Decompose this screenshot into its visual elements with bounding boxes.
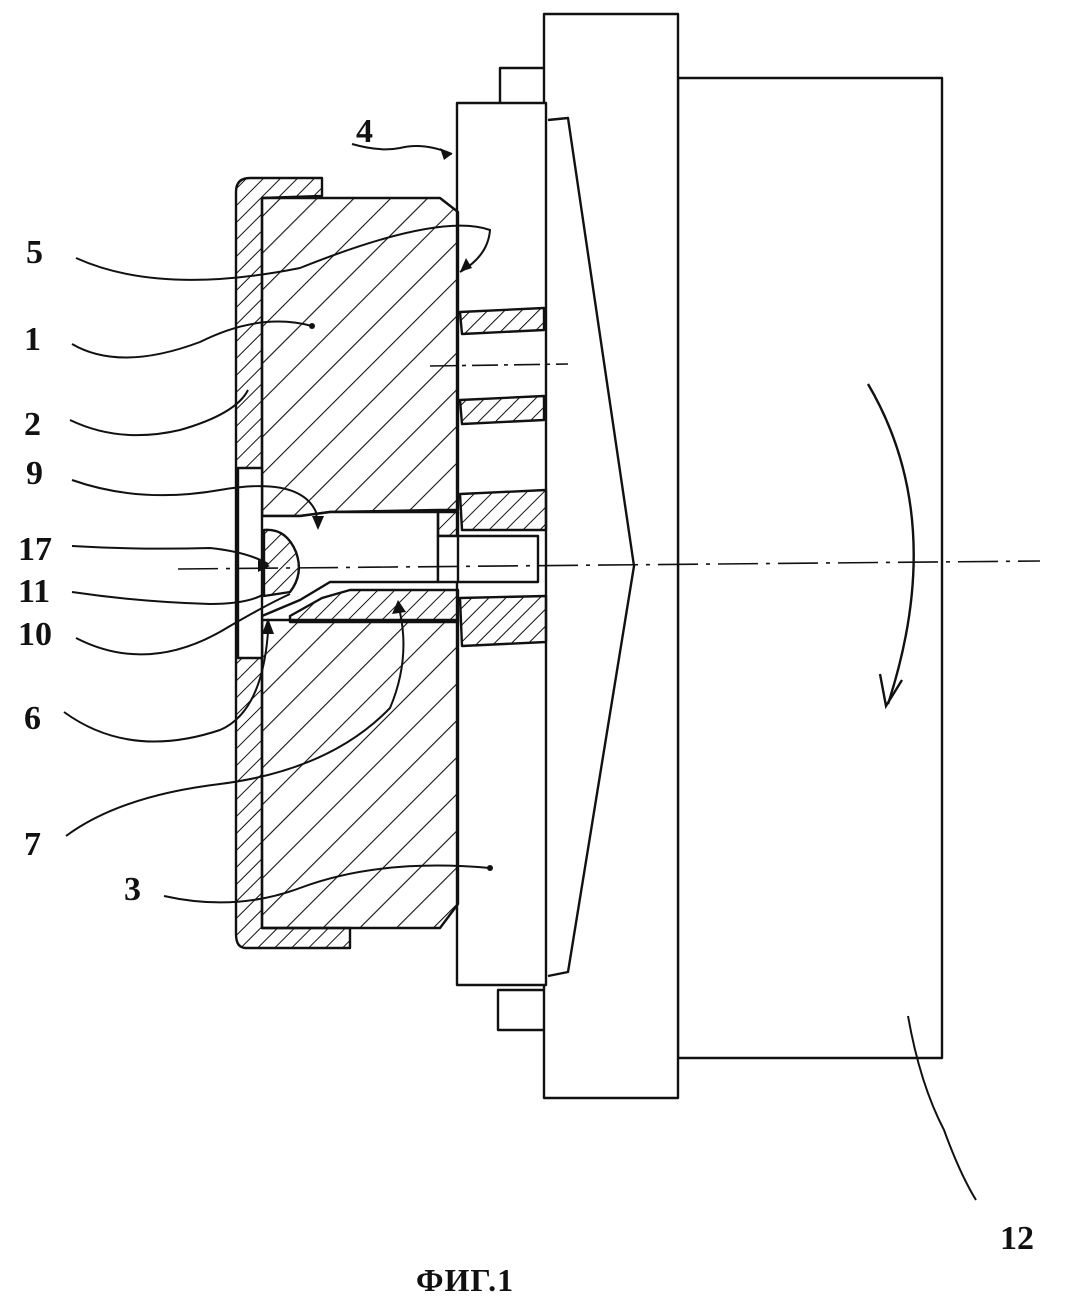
figure-caption: ФИГ.1 (416, 1264, 514, 1296)
label-10: 10 (18, 618, 52, 652)
leader-2 (70, 390, 248, 435)
leader-dot-1 (309, 323, 315, 329)
leader-dot-3 (487, 865, 493, 871)
label-3: 3 (124, 873, 141, 907)
bolt-section-mid-a (460, 490, 546, 530)
part-12-body (678, 78, 942, 1058)
bolt-section-upper-b (460, 396, 544, 424)
label-4: 4 (356, 115, 373, 149)
part-3-die-lower (262, 620, 458, 928)
arrow-4 (440, 148, 452, 160)
flange-lug-top (500, 68, 548, 106)
label-5: 5 (26, 236, 43, 270)
label-12: 12 (1000, 1222, 1034, 1256)
label-7: 7 (24, 828, 41, 862)
insert-upper (438, 512, 458, 536)
label-6: 6 (24, 702, 41, 736)
flange-plate (544, 14, 678, 1098)
pin-shank (438, 536, 538, 582)
label-17: 17 (18, 533, 52, 567)
part-7-insert (290, 590, 458, 622)
label-9: 9 (26, 457, 43, 491)
bolt-section-mid-b (460, 596, 546, 646)
label-2: 2 (24, 408, 41, 442)
flange-lug-bottom (498, 990, 548, 1030)
bolt-section-upper-a (460, 308, 544, 334)
label-1: 1 (24, 323, 41, 357)
label-11: 11 (18, 575, 50, 609)
